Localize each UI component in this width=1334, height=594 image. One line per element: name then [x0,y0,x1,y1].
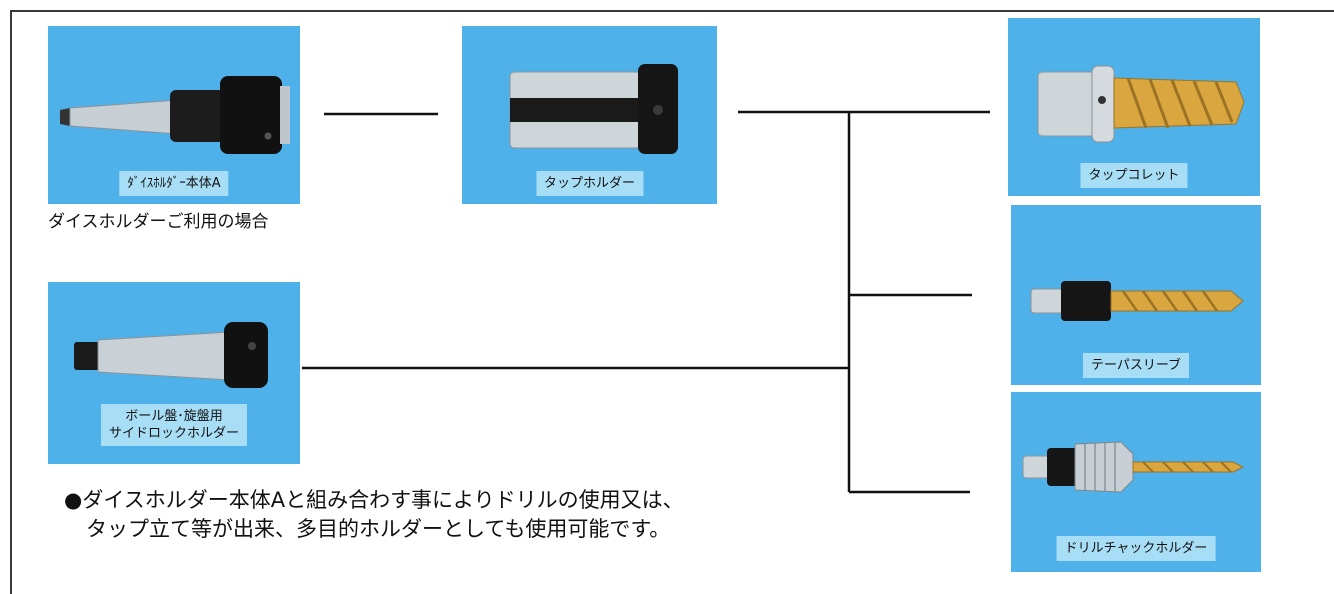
side-lock-holder-card: ボール盤･旋盤用 サイドロックホルダー [48,282,300,464]
side-lock-holder-label-line2: サイドロックホルダー [108,426,240,441]
drill-chuck-icon [1022,441,1245,493]
tap-collet-icon [1037,65,1245,143]
tap-holder-icon [509,64,678,154]
drill-chuck-holder-label: ドリルチャックホルダー [1056,536,1216,561]
tap-collet-label: タップコレット [1080,163,1188,188]
tap-collet-card: タップコレット [1008,18,1260,196]
drill-chuck-holder-card: ドリルチャックホルダー [1011,392,1261,572]
bullet: ● [64,488,83,512]
side-lock-holder-icon [74,322,268,388]
usage-note-line2: タップ立て等が出来、多目的ホルダーとしても使用可能です。 [86,517,671,541]
taper-sleeve-drill-icon [1030,281,1244,321]
taper-sleeve-card: テーパスリーブ [1011,205,1261,385]
die-holder-label: ﾀﾞｲｽﾎﾙﾀﾞｰ本体A [119,171,229,196]
taper-sleeve-label: テーパスリーブ [1082,353,1190,378]
usage-note: ●ダイスホルダー本体Aと組み合わす事によりドリルの使用又は、 タップ立て等が出来… [64,486,684,544]
usage-note-line1: ●ダイスホルダー本体Aと組み合わす事によりドリルの使用又は、 [64,488,684,512]
diagram-frame [10,10,1334,594]
die-holder-body-icon [60,76,290,154]
tap-holder-label: タップホルダー [535,171,644,196]
tap-holder-card: タップホルダー [462,26,717,204]
side-lock-holder-label: ボール盤･旋盤用 サイドロックホルダー [100,404,248,446]
side-lock-holder-label-line1: ボール盤･旋盤用 [125,409,223,424]
die-holder-caption: ダイスホルダーご利用の場合 [48,212,269,232]
die-holder-card: ﾀﾞｲｽﾎﾙﾀﾞｰ本体A [48,26,300,204]
